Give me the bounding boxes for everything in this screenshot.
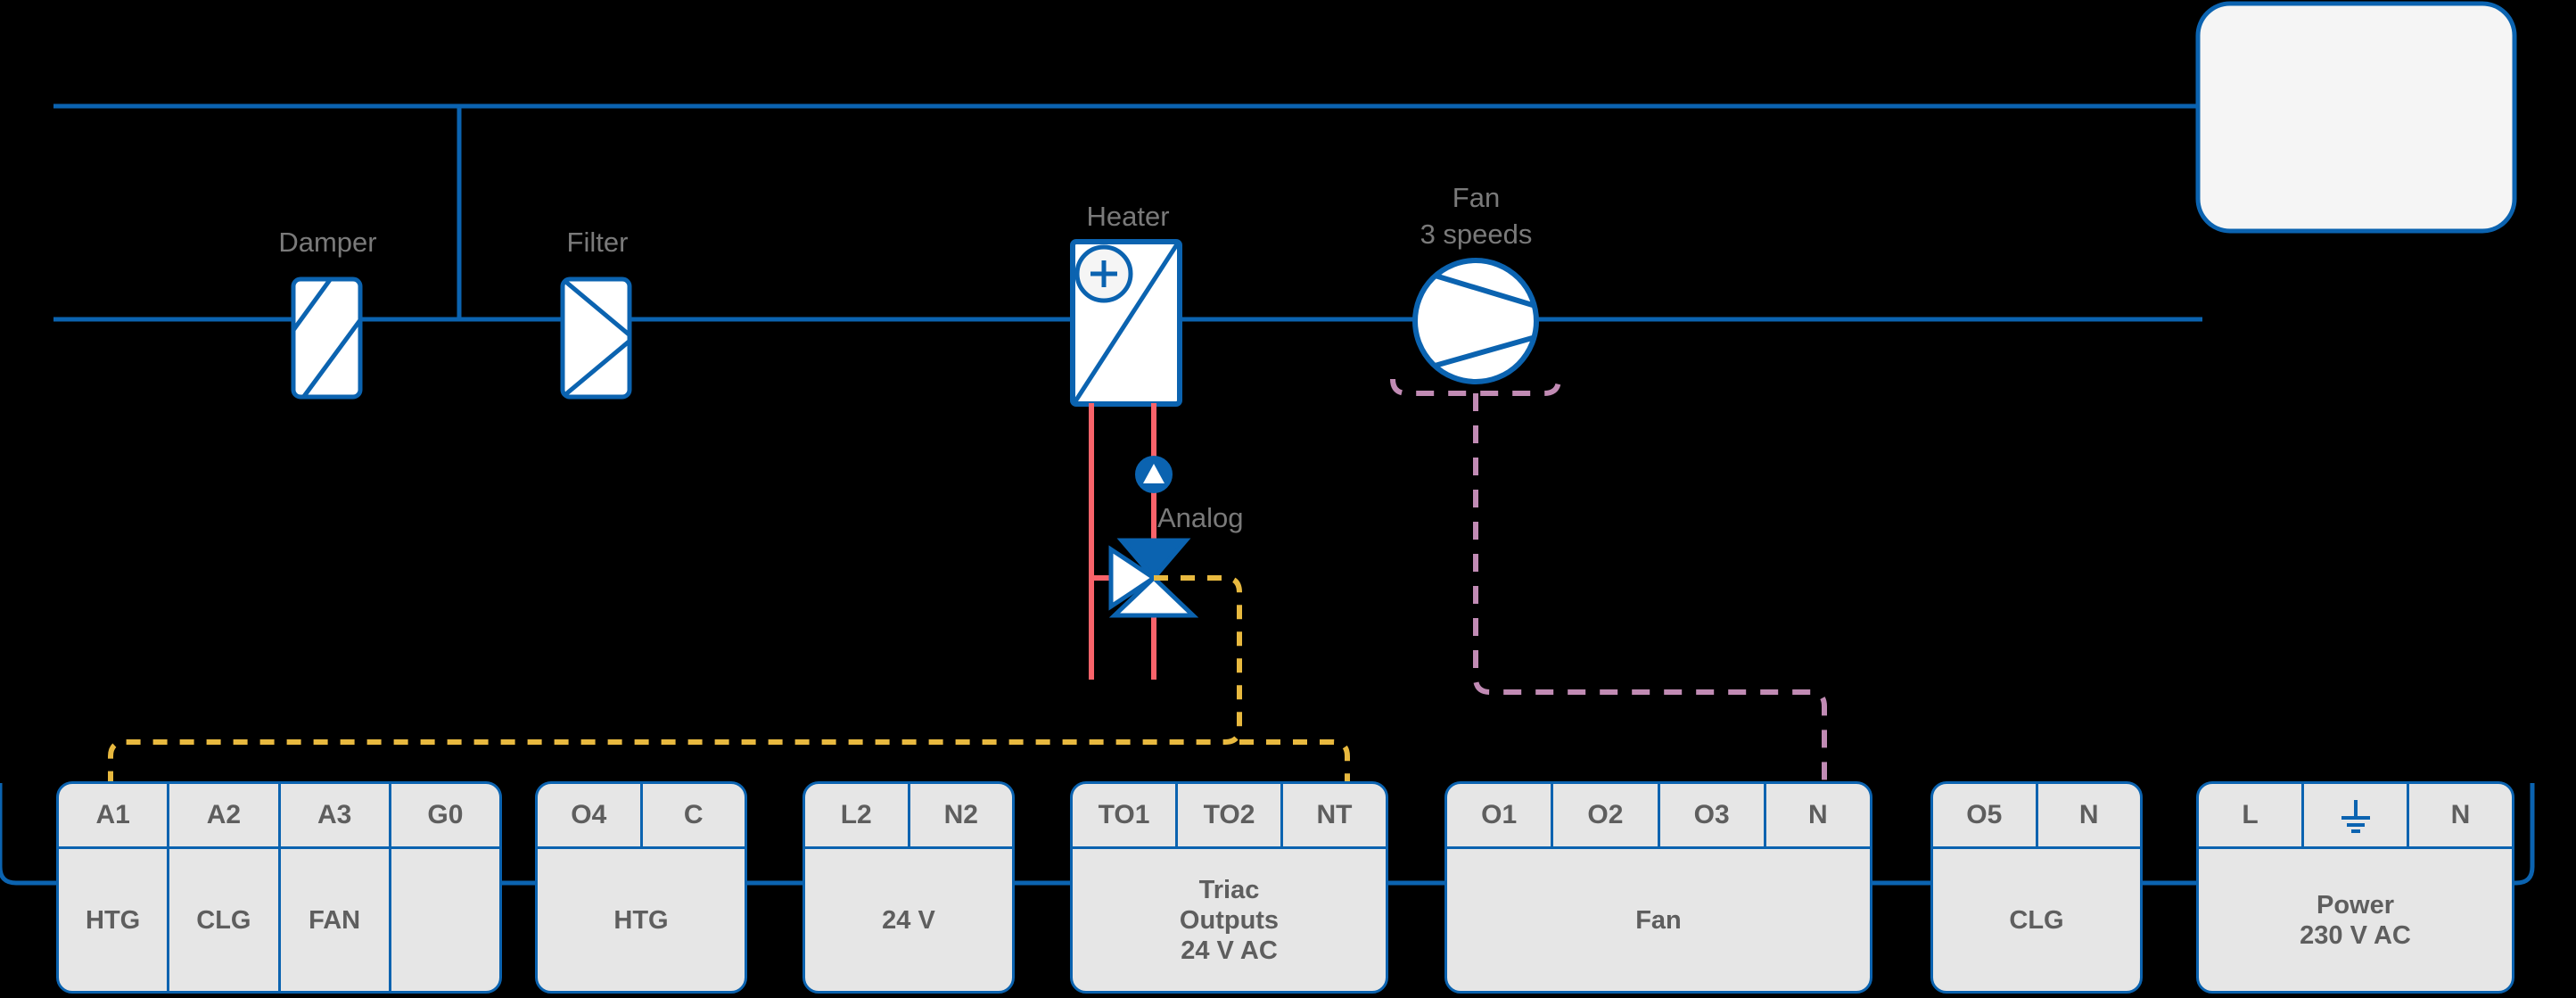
terminal-pin-g0[interactable]: G0 xyxy=(388,784,499,846)
terminal-block-mains-power[interactable]: L N Power 230 V AC xyxy=(2196,781,2514,994)
damper-label: Damper xyxy=(278,227,377,258)
hydronic-pipes xyxy=(1089,403,1156,680)
terminal-desc-clg: CLG xyxy=(167,849,277,991)
filter-label: Filter xyxy=(566,227,629,258)
terminal-description-row: Fan xyxy=(1447,846,1870,991)
damper-symbol xyxy=(291,276,363,400)
terminal-desc-clg: CLG xyxy=(2009,905,2064,935)
terminal-pin-o2[interactable]: O2 xyxy=(1551,784,1657,846)
terminal-description-row: Power 230 V AC xyxy=(2199,846,2512,991)
terminal-block-supply-24v[interactable]: L2 N2 24 V xyxy=(802,781,1015,994)
three-way-valve-symbol xyxy=(1108,538,1199,618)
terminal-pin-row: L N xyxy=(2199,784,2512,846)
terminal-pin-c[interactable]: C xyxy=(639,784,745,846)
terminal-pin-o3[interactable]: O3 xyxy=(1657,784,1764,846)
fan-label-line1: Fan xyxy=(1452,182,1501,213)
terminal-pin-o1[interactable]: O1 xyxy=(1481,800,1518,829)
ground-earth-icon xyxy=(2341,800,2370,833)
terminal-description-row: HTG CLG FAN xyxy=(59,846,499,991)
room-box xyxy=(2195,1,2517,234)
terminal-block-htg-relay[interactable]: O4 C HTG xyxy=(535,781,747,994)
terminal-pin-row: A1 A2 A3 G0 xyxy=(59,784,499,846)
terminal-desc-htg: HTG xyxy=(613,905,669,935)
terminal-description-row: Triac Outputs 24 V AC xyxy=(1073,846,1386,991)
pump-symbol xyxy=(1135,456,1173,493)
analog-label: Analog xyxy=(1157,502,1244,533)
terminal-block-triac-outputs[interactable]: TO1 TO2 NT Triac Outputs 24 V AC xyxy=(1070,781,1388,994)
terminal-pin-row: L2 N2 xyxy=(805,784,1012,846)
terminal-description-row: HTG xyxy=(538,846,745,991)
terminal-desc-htg: HTG xyxy=(86,905,141,935)
terminal-pin-a2[interactable]: A2 xyxy=(167,784,277,846)
terminal-desc-empty xyxy=(388,849,499,991)
terminal-pin-row: O1 O2 O3 N xyxy=(1447,784,1870,846)
terminal-description-row: 24 V xyxy=(805,846,1012,991)
filter-symbol xyxy=(560,276,632,400)
heater-label: Heater xyxy=(1086,201,1170,232)
terminal-pin-o4[interactable]: O4 xyxy=(571,800,607,829)
analog-valve-wire xyxy=(108,575,1350,783)
fan-wire xyxy=(1390,378,1827,783)
fan-symbol xyxy=(1412,258,1539,384)
terminal-pin-n[interactable]: N xyxy=(2035,784,2141,846)
terminal-pin-row: TO1 TO2 NT xyxy=(1073,784,1386,846)
terminal-pin-to2[interactable]: TO2 xyxy=(1175,784,1280,846)
terminal-pin-a1[interactable]: A1 xyxy=(95,800,130,829)
terminal-pin-row: O5 N xyxy=(1933,784,2140,846)
terminal-pin-ground[interactable] xyxy=(2301,784,2407,846)
terminal-desc-fan: FAN xyxy=(277,849,389,991)
terminal-desc-triac-outputs: Triac Outputs 24 V AC xyxy=(1179,875,1280,965)
terminal-pin-n[interactable]: N xyxy=(1763,784,1870,846)
terminal-pin-nt[interactable]: NT xyxy=(1280,784,1386,846)
terminal-block-clg-output[interactable]: O5 N CLG xyxy=(1930,781,2143,994)
heater-symbol xyxy=(1070,239,1182,407)
terminal-pin-l2[interactable]: L2 xyxy=(840,800,872,829)
terminal-pin-o5[interactable]: O5 xyxy=(1966,800,2003,829)
terminal-pin-to1[interactable]: TO1 xyxy=(1098,800,1150,829)
terminal-desc-24v: 24 V xyxy=(882,905,935,935)
terminal-pin-n[interactable]: N xyxy=(2407,784,2512,846)
valve-actuator-icon xyxy=(1116,538,1191,581)
terminal-block-analog-inputs[interactable]: A1 A2 A3 G0 HTG CLG FAN xyxy=(56,781,502,994)
terminal-desc-fan: Fan xyxy=(1635,905,1682,935)
terminal-pin-row: O4 C xyxy=(538,784,745,846)
terminal-block-fan-outputs[interactable]: O1 O2 O3 N Fan xyxy=(1444,781,1872,994)
fan-label-line2: 3 speeds xyxy=(1420,219,1533,250)
terminal-pin-a3[interactable]: A3 xyxy=(277,784,389,846)
terminal-pin-n2[interactable]: N2 xyxy=(907,784,1013,846)
terminal-pin-l[interactable]: L xyxy=(2242,800,2259,829)
terminal-desc-power: Power 230 V AC xyxy=(2300,890,2411,950)
terminal-description-row: CLG xyxy=(1933,846,2140,991)
